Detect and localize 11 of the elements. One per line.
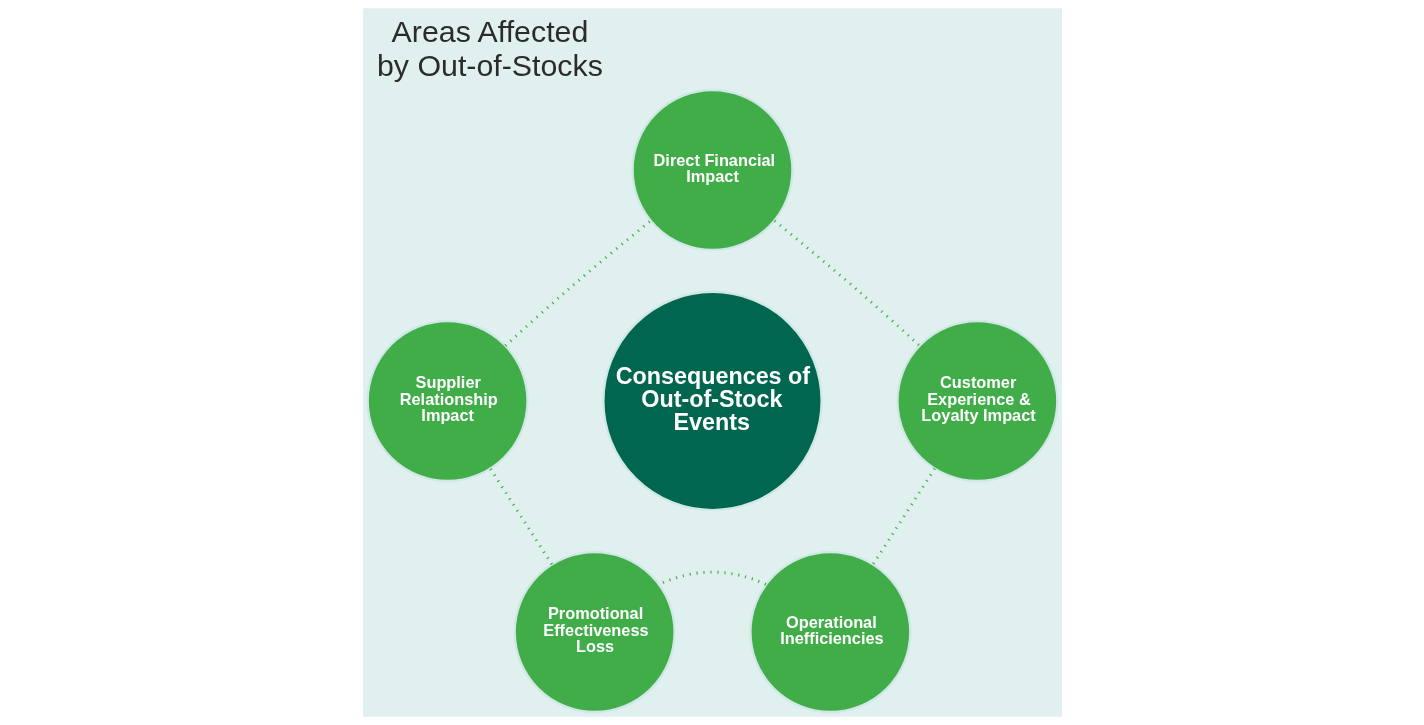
connector [488,467,553,566]
node-circle: Direct Financial Impact [630,88,794,252]
node-circle: Promotional Effectiveness Loss [513,550,676,714]
node-circle: Supplier Relationship Impact [366,319,529,483]
node-circle: Customer Experience & Loyalty Impact [895,319,1058,483]
node-circle: Consequences of Out-of-Stock Events [601,290,823,512]
diagram-title: Areas Affected by Out-of-Stocks [376,14,603,82]
connector [504,219,651,347]
node-circle: Operational Inefficiencies [748,550,911,714]
connector [773,219,920,347]
connector [871,467,936,566]
